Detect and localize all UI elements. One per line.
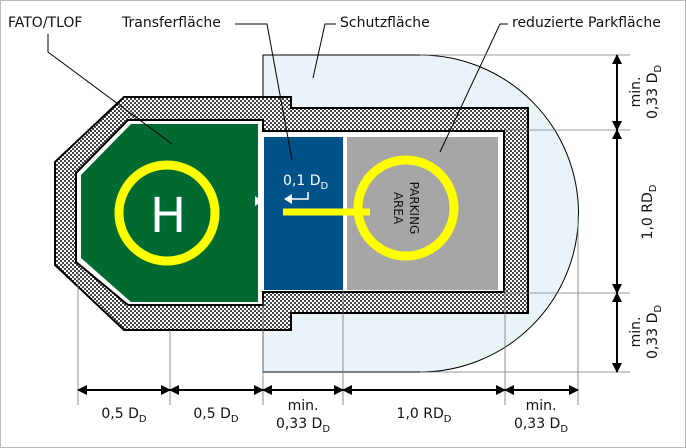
dim-right-3: 0,33 DD <box>645 305 664 359</box>
leader-parking <box>439 23 508 153</box>
helipad-letter: H <box>150 188 186 244</box>
dim-right-1-line1: min. <box>628 77 644 108</box>
transfer-arrow-marker <box>255 196 262 206</box>
parking-circle <box>353 155 459 261</box>
fato-area <box>81 124 258 302</box>
label-fato: FATO/TLOF <box>8 15 82 31</box>
right-dimension-labels: min. 0,33 DD 1,0 RDD min. 0,33 DD <box>628 65 664 359</box>
bottom-dimension-labels: 0,5 DD 0,5 DD min. 0,33 DD 1,0 RDD min. … <box>101 398 568 435</box>
arrow-left-icon <box>284 194 292 204</box>
dim-bottom-5-line1: min. <box>526 398 557 414</box>
dim-bottom-2: 0,5 DD <box>193 406 239 425</box>
transfer-offset-arrow <box>290 192 309 200</box>
leader-fato <box>47 34 173 145</box>
svg-text:PARKING: PARKING <box>407 182 421 235</box>
dim-right-1: 0,33 DD <box>645 65 664 119</box>
dim-bottom-3: 0,33 DD <box>276 416 330 435</box>
dim-bottom-5: 0,33 DD <box>514 416 568 435</box>
label-parking-reduced: reduzierte Parkfläche <box>512 15 661 31</box>
dim-right-3-line1: min. <box>628 317 644 348</box>
svg-text:AREA: AREA <box>391 192 405 225</box>
parking-label: PARKING AREA <box>391 182 421 235</box>
leader-transfer <box>235 23 293 161</box>
dim-right-2: 1,0 RDD <box>640 184 659 239</box>
label-protection: Schutzfläche <box>340 15 430 31</box>
label-transfer: Transferfläche <box>121 15 221 31</box>
transfer-offset-label: 0,1 DD <box>283 173 329 192</box>
dim-bottom-4: 1,0 RDD <box>397 406 452 425</box>
leader-protection <box>312 23 336 79</box>
dim-bottom-1: 0,5 DD <box>101 406 147 425</box>
helipad-circle <box>114 160 220 266</box>
dim-bottom-3-line1: min. <box>288 398 319 414</box>
